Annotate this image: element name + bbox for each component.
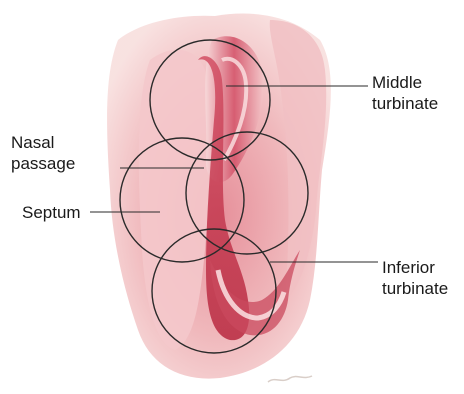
label-inferior-turbinate-line-2: turbinate [382,278,448,299]
label-septum: Septum [22,202,81,223]
label-nasal-passage: Nasal passage [11,132,75,174]
label-nasal-passage-line-2: passage [11,153,75,174]
label-inferior-turbinate: Inferior turbinate [382,257,448,299]
label-inferior-turbinate-line-1: Inferior [382,257,448,278]
artist-signature [268,376,312,382]
label-middle-turbinate: Middle turbinate [372,72,438,114]
label-septum-line-1: Septum [22,202,81,223]
label-middle-turbinate-line-2: turbinate [372,93,438,114]
label-nasal-passage-line-1: Nasal [11,132,75,153]
label-middle-turbinate-line-1: Middle [372,72,438,93]
